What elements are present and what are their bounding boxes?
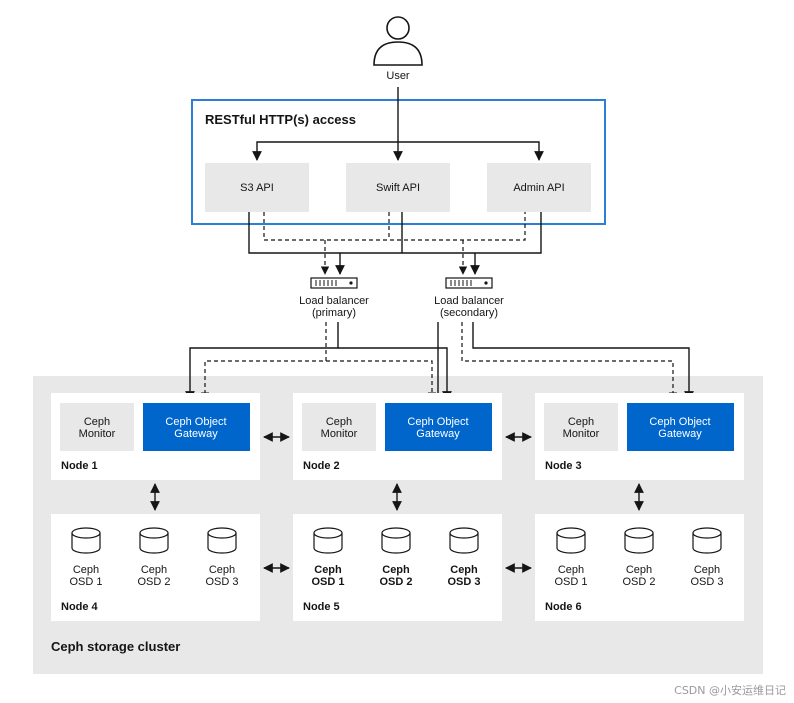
ceph-monitor-box [544,403,618,451]
osd-label: Ceph [558,564,584,576]
monitor-label: Monitor [563,428,600,440]
osd-label: Ceph [382,564,410,576]
load-balancer-primary-icon [310,277,358,289]
disk-icon [381,527,411,554]
node-6: Ceph OSD 1 Ceph OSD 2 Ceph OSD 3 Node 6 [535,514,744,621]
node-label: Node 2 [303,460,340,472]
monitor-label: Ceph [568,416,594,428]
osd-label: OSD 1 [311,576,344,588]
s3-api-label: S3 API [240,182,274,194]
monitor-label: Monitor [79,428,116,440]
osd-label: OSD 2 [379,576,412,588]
gateway-label: Ceph Object [407,416,468,428]
monitor-label: Ceph [326,416,352,428]
node-2: Ceph Monitor Ceph Object Gateway Node 2 [293,393,502,480]
admin-api-box [487,163,591,212]
monitor-label: Ceph [84,416,110,428]
node-label: Node 1 [61,460,98,472]
user-icon [373,16,423,66]
osd-label: OSD 2 [137,576,170,588]
osd-label: Ceph [141,564,167,576]
watermark: CSDN @小安运维日记 [674,683,786,697]
osd-label: Ceph [450,564,478,576]
lb-primary-label-2: (primary) [312,307,356,319]
swift-api-label: Swift API [376,182,420,194]
gateway-label: Gateway [174,428,218,440]
disk-icon [556,527,586,554]
admin-api-label: Admin API [513,182,564,194]
cluster-title: Ceph storage cluster [51,639,180,654]
disk-icon [207,527,237,554]
ceph-monitor-box [60,403,134,451]
node-label: Node 5 [303,601,340,613]
osd-label: Ceph [314,564,342,576]
api-to-lb-dashed [263,212,526,275]
s3-api-box [205,163,309,212]
ceph-monitor-box [302,403,376,451]
disk-icon [449,527,479,554]
gateway-label: Gateway [416,428,460,440]
lb-to-gateway-connectors [185,322,694,401]
osd-label: OSD 2 [622,576,655,588]
gateway-label: Ceph Object [165,416,226,428]
disk-icon [313,527,343,554]
node-label: Node 6 [545,601,582,613]
osd-label: Ceph [73,564,99,576]
osd-label: OSD 1 [554,576,587,588]
lb-to-gateway-dashed [200,322,678,401]
lb-secondary-label-1: Load balancer [434,295,504,307]
disk-icon [139,527,169,554]
osd-label: Ceph [209,564,235,576]
osd-label: Ceph [626,564,652,576]
osd-label: Ceph [694,564,720,576]
osd-label: OSD 3 [690,576,723,588]
disk-icon [624,527,654,554]
ceph-object-gateway-box [143,403,250,451]
node-label: Node 4 [61,601,99,613]
osd-label: OSD 3 [447,576,480,588]
node-4: Ceph OSD 1 Ceph OSD 2 Ceph OSD 3 Node 4 [51,514,260,621]
gateway-label: Gateway [658,428,702,440]
osd-label: OSD 3 [205,576,238,588]
load-balancer-secondary-icon [445,277,493,289]
api-to-lb-connectors [248,212,542,275]
node-1: Ceph Monitor Ceph Object Gateway Node 1 [51,393,260,480]
lb-secondary-label-2: (secondary) [440,307,498,319]
ceph-object-gateway-box [385,403,492,451]
node-3: Ceph Monitor Ceph Object Gateway Node 3 [535,393,744,480]
disk-icon [692,527,722,554]
ceph-object-gateway-box [627,403,734,451]
lb-primary-label-1: Load balancer [299,295,369,307]
restful-access-title: RESTful HTTP(s) access [205,112,356,127]
monitor-label: Monitor [321,428,358,440]
node-label: Node 3 [545,460,582,472]
user-label: User [386,70,410,82]
osd-label: OSD 1 [69,576,102,588]
gateway-label: Ceph Object [649,416,710,428]
node-link-arrows [150,432,644,573]
swift-api-box [346,163,450,212]
disk-icon [71,527,101,554]
node-5: Ceph OSD 1 Ceph OSD 2 Ceph OSD 3 Node 5 [293,514,502,621]
user-to-api-connectors [252,87,544,161]
